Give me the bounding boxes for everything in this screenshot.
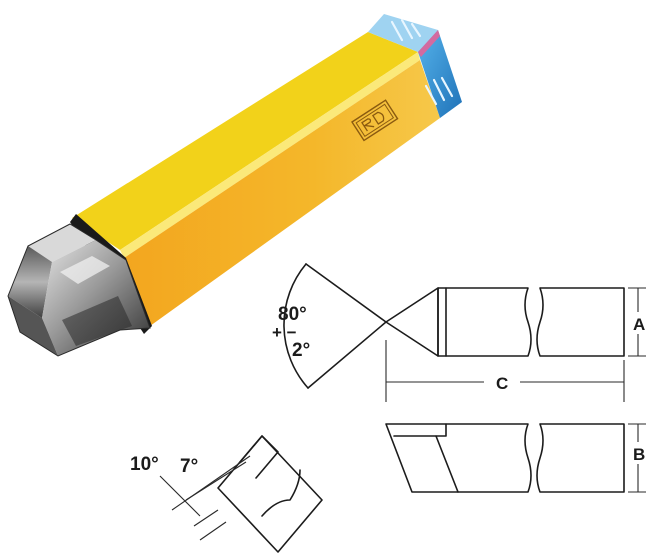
rake-angle-drawing <box>159 435 323 553</box>
top-view-body-right <box>536 287 625 357</box>
tip-top-face <box>28 224 96 262</box>
angle-2-label: 2° <box>292 340 310 361</box>
top-view-tip <box>385 287 439 357</box>
side-view-body-right <box>536 423 625 493</box>
tool-bit-illustration <box>7 14 462 357</box>
angle-arc-80 <box>283 263 309 389</box>
rake-ref-line-5 <box>199 521 227 541</box>
tip-shadow <box>62 296 132 346</box>
angle-leg-lower <box>307 321 387 389</box>
shank-edge-highlight <box>120 52 420 258</box>
tip-bottom-face <box>8 296 58 356</box>
tip-highlight <box>60 256 110 284</box>
shank-side-face <box>124 60 440 326</box>
end-cap-pink-edge <box>418 30 440 57</box>
carbide-tip <box>7 223 151 357</box>
end-cap-reflections <box>390 18 454 106</box>
dim-b-label: B <box>633 445 645 464</box>
angle-leg-upper <box>305 263 387 323</box>
angle-10-label: 10° <box>130 454 159 475</box>
dim-c-label: C <box>496 374 508 393</box>
shank-end-cap <box>368 14 438 52</box>
dim-a-label: A <box>633 315 645 334</box>
tolerance-sign-label: + − <box>272 323 297 342</box>
tip-outline <box>7 223 151 357</box>
rake-ref-line-4 <box>193 509 219 527</box>
top-view-drawing <box>283 263 646 402</box>
rake-ref-line-3 <box>185 461 247 501</box>
top-view-body-left <box>437 287 532 357</box>
rake-view-tip <box>239 435 279 479</box>
rake-ref-line-2 <box>171 455 251 511</box>
side-view-tip <box>385 423 459 493</box>
rake-view-break <box>261 469 301 517</box>
angle-80-label: 80° <box>278 304 307 325</box>
side-view-body-left <box>445 423 532 493</box>
brand-logo-stamp <box>351 99 399 142</box>
rake-view-body <box>217 435 323 553</box>
side-view-drawing <box>385 423 646 493</box>
angle-7-label: 7° <box>180 456 198 477</box>
rake-ref-line-1 <box>159 475 201 517</box>
shank-top-face <box>72 32 418 250</box>
tip-front-face <box>8 246 52 318</box>
